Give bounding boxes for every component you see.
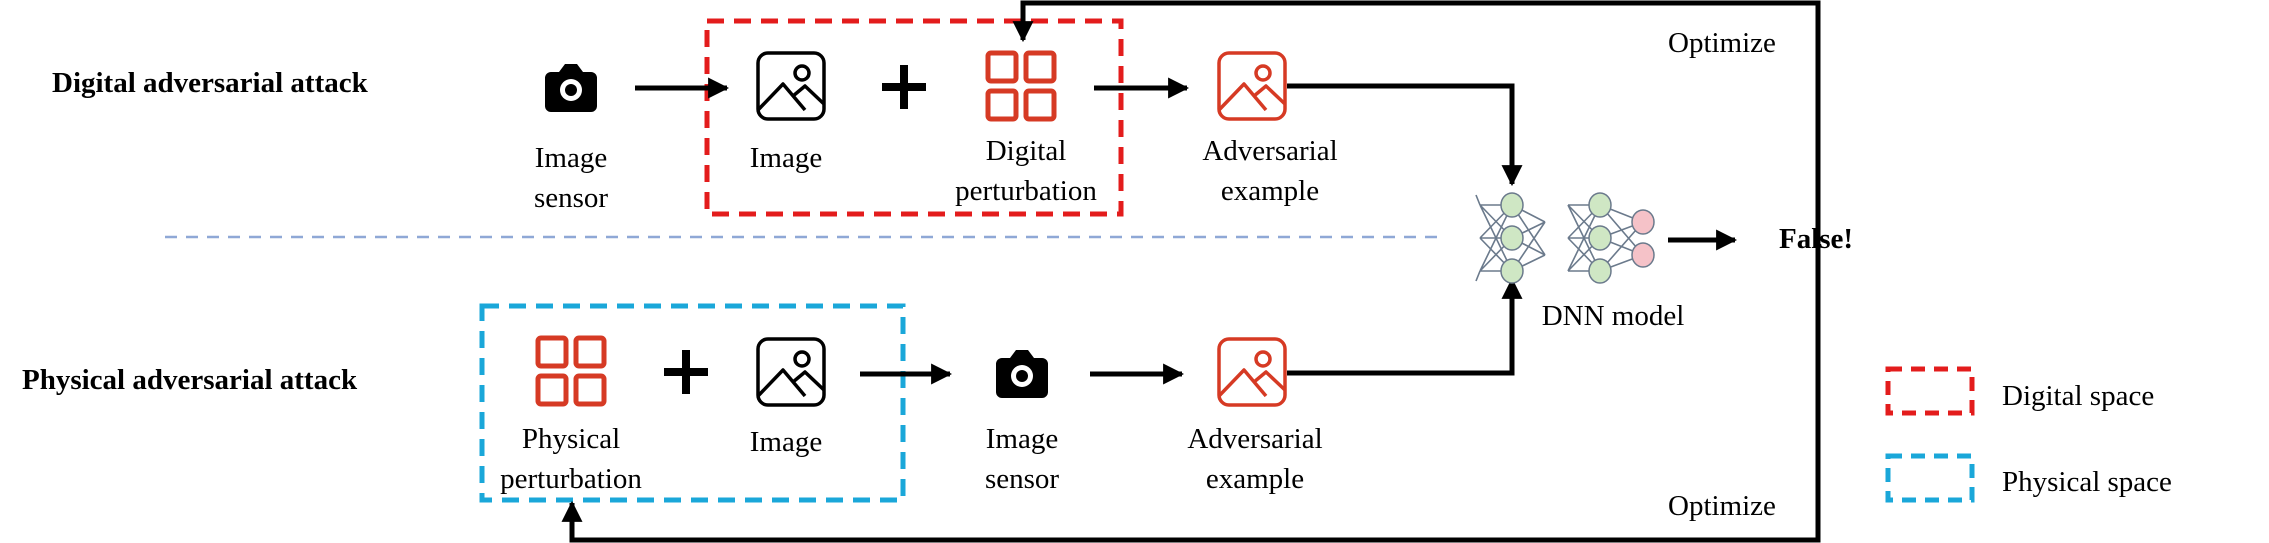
adversarial-example-icon (1217, 337, 1287, 407)
image-icon (756, 337, 826, 407)
digital-sensor-label-2: sensor (534, 182, 608, 214)
digital-adversarial-label-2: example (1221, 175, 1319, 207)
optimize-loop-top (1012, 0, 1821, 505)
arrow-physical-to-model (1287, 277, 1523, 376)
digital-sensor-label-1: Image (535, 142, 607, 174)
neural-network-icon (1475, 192, 1655, 284)
legend-physical-label: Physical space (2002, 466, 2172, 498)
physical-sensor-label-2: sensor (985, 463, 1059, 495)
physical-adversarial-label-2: example (1206, 463, 1304, 495)
dnn-model-label: DNN model (1542, 300, 1685, 332)
legend-digital-swatch (1885, 366, 1975, 416)
optimize-loop-bottom (561, 500, 1821, 543)
physical-row-title: Physical adversarial attack (22, 364, 358, 396)
digital-perturbation-label-2: perturbation (955, 175, 1097, 207)
legend: Digital space Physical space (1885, 366, 2172, 503)
camera-icon (996, 350, 1048, 398)
physical-perturbation-label-2: perturbation (500, 463, 642, 495)
optimize-label-bottom: Optimize (1668, 490, 1776, 522)
physical-image-label: Image (750, 426, 822, 458)
digital-perturbation-label-1: Digital (986, 135, 1067, 167)
physical-perturbation-label-1: Physical (522, 423, 620, 455)
physical-adversarial-label-1: Adversarial (1187, 423, 1322, 455)
digital-space-box (704, 18, 1124, 217)
image-icon (756, 51, 826, 121)
digital-adversarial-label-1: Adversarial (1202, 135, 1337, 167)
adversarial-example-icon (1217, 51, 1287, 121)
physical-sensor-label-1: Image (986, 423, 1058, 455)
digital-row-title: Digital adversarial attack (52, 67, 369, 99)
camera-icon (545, 64, 597, 112)
arrow-digital-to-model (1287, 83, 1523, 187)
digital-image-label: Image (750, 142, 822, 174)
physical-perturbation-icon (538, 338, 604, 404)
optimize-label-top: Optimize (1668, 27, 1776, 59)
legend-digital-label: Digital space (2002, 380, 2154, 412)
legend-physical-swatch (1885, 453, 1975, 503)
plus-icon (882, 65, 926, 109)
plus-icon (664, 350, 708, 394)
physical-space-box (479, 303, 906, 503)
digital-perturbation-icon (988, 53, 1054, 119)
